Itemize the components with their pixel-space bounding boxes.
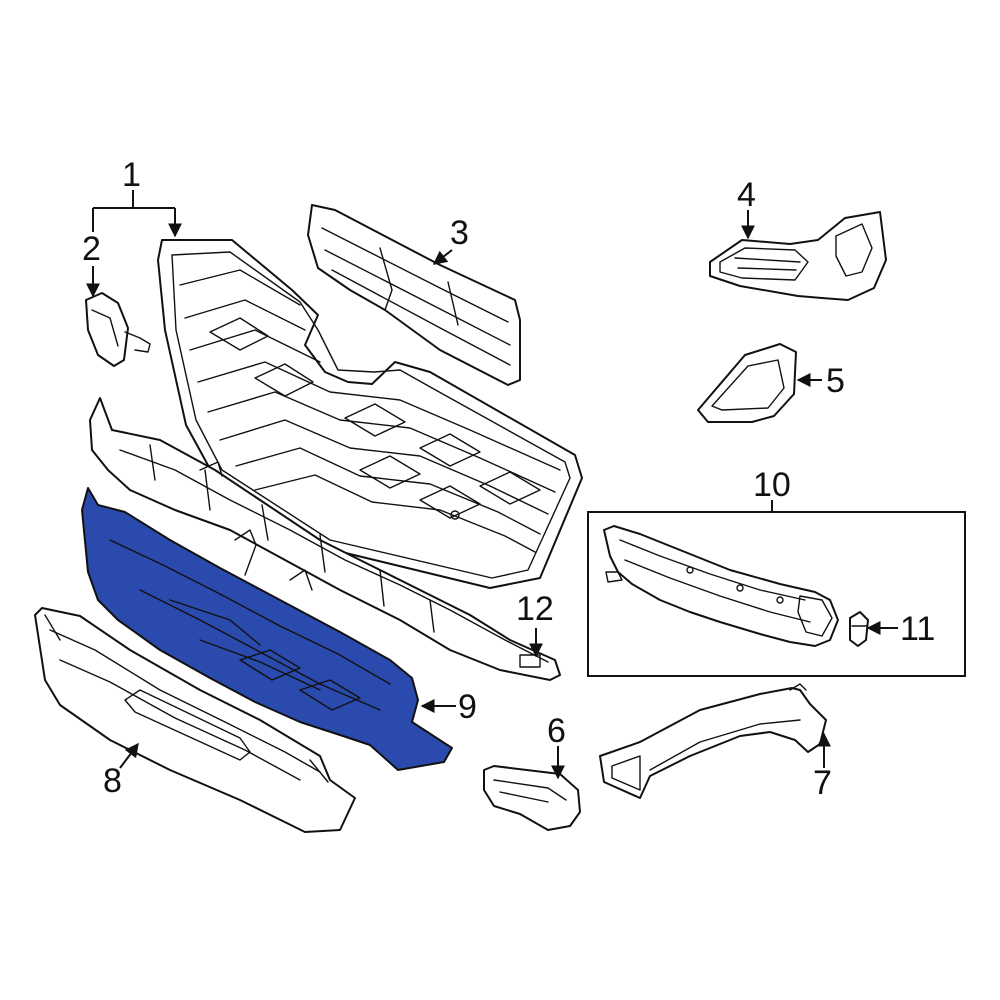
- callout-12: 12: [516, 590, 554, 628]
- duct-inlet[interactable]: [483, 765, 581, 831]
- lamp-housing-box: [587, 511, 966, 677]
- lamp-housing[interactable]: [603, 525, 839, 647]
- callout-7: 7: [813, 764, 832, 802]
- callout-2: 2: [82, 230, 101, 268]
- air-duct[interactable]: [599, 683, 827, 799]
- clip-11[interactable]: [849, 611, 869, 647]
- lower-bumper-cover[interactable]: [34, 607, 356, 833]
- upper-grille-insert[interactable]: [307, 204, 521, 386]
- air-deflector[interactable]: [81, 487, 453, 771]
- callout-4: 4: [737, 176, 756, 214]
- callout-8: 8: [103, 762, 122, 800]
- grille-assembly[interactable]: [157, 239, 583, 589]
- callout-5: 5: [826, 362, 845, 400]
- callouts: 1 2 3 4 5 6 7 8 9 10 11 12: [82, 156, 935, 802]
- callout-1: 1: [122, 156, 141, 194]
- callout-9: 9: [458, 688, 477, 726]
- leader-lines: [86, 190, 898, 780]
- lamp-cover[interactable]: [697, 343, 797, 423]
- callout-10: 10: [753, 466, 791, 504]
- fog-lamp-bezel[interactable]: [709, 211, 887, 301]
- emblem-sensor[interactable]: [85, 292, 151, 367]
- callout-11: 11: [900, 610, 935, 648]
- callout-3: 3: [450, 214, 469, 252]
- lamp-housing-group: [587, 511, 966, 677]
- bumper-bracket[interactable]: [89, 397, 561, 681]
- callout-6: 6: [547, 712, 566, 750]
